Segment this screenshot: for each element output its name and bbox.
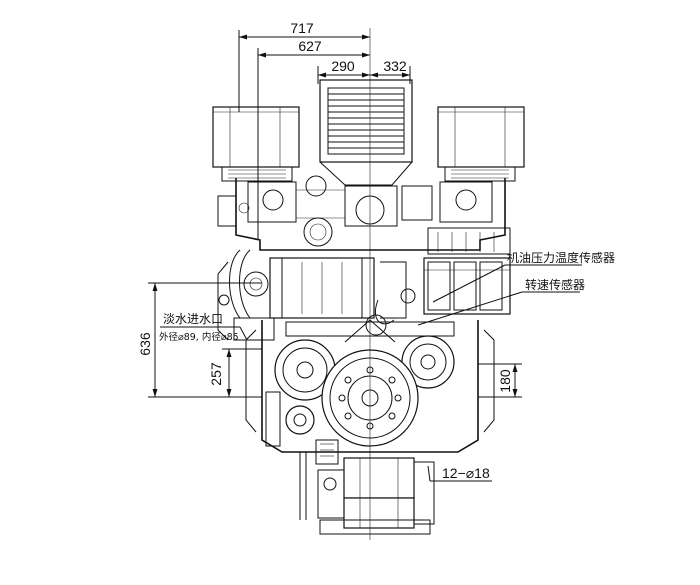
dimension-627: 627 [257,38,370,240]
dimension-636: 636 [137,282,262,398]
dimension-257-text: 257 [208,362,224,386]
dimension-717-text: 717 [290,20,314,36]
callout-mounting-holes: 12−⌀18 [427,465,492,482]
dimension-636-text: 636 [137,332,153,356]
intercooler-block [229,249,375,341]
left-side-accessory [217,261,230,341]
right-air-filter-housing [437,106,525,182]
left-pulley [274,339,336,401]
callout-oil-sensor: 机油压力温度传感器 [432,250,615,303]
dimension-257: 257 [208,348,262,397]
callout-water-inlet: 淡水进水口 外径⌀89, 内径⌀85 [159,312,248,343]
dimension-332: 332 [370,58,411,84]
left-air-filter-housing [212,106,300,182]
dimension-290: 290 [317,58,370,84]
small-idler-pulley [265,391,315,447]
dimension-290-text: 290 [331,58,355,74]
label-water-inlet-dims: 外径⌀89, 内径⌀85 [159,331,239,343]
dimension-627-text: 627 [298,38,322,54]
label-oil-sensor: 机油压力温度传感器 [507,250,615,265]
exhaust-bellows [319,79,413,186]
bottom-pump-assembly [299,439,435,535]
dimension-332-text: 332 [383,58,407,74]
label-speed-sensor: 转速传感器 [525,277,585,292]
callout-speed-sensor: 转速传感器 [417,277,585,326]
upper-manifold [217,175,511,255]
oil-filter-group [365,257,511,336]
dimension-180-text: 180 [497,369,513,393]
dimension-717: 717 [238,20,370,112]
dimension-180: 180 [478,363,522,398]
label-mounting-holes: 12−⌀18 [442,465,490,481]
engine-body [212,79,525,535]
label-water-inlet: 淡水进水口 [163,312,223,326]
